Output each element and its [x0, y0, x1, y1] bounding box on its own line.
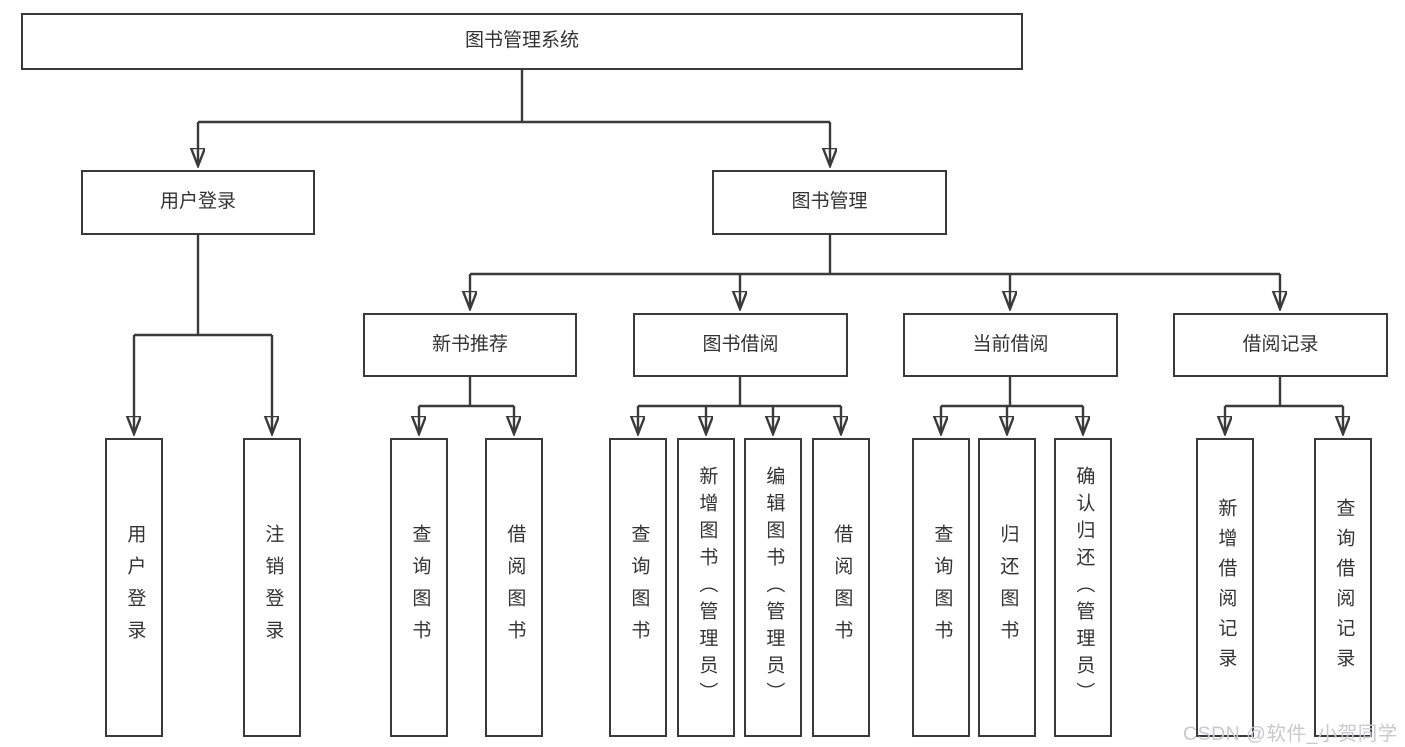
leaf-logout: 注销登录: [243, 438, 301, 737]
leaf-query-books-current: 查询图书: [912, 438, 970, 737]
node-label: 借阅记录: [1242, 333, 1319, 355]
node-label: 图书管理系统: [464, 30, 579, 52]
node-label: 图书借阅: [702, 333, 779, 355]
leaf-add-borrow-record: 新增借阅记录: [1196, 438, 1254, 737]
leaf-query-borrow-record: 查询借阅记录: [1314, 438, 1372, 737]
node-book-borrowing: 图书借阅: [633, 313, 848, 377]
node-library-management-system: 图书管理系统: [21, 13, 1023, 70]
leaf-label: 查询图书: [628, 523, 650, 652]
leaf-borrow-books-recommend: 借阅图书: [485, 438, 543, 737]
node-user-login: 用户登录: [81, 170, 315, 235]
leaf-query-books-recommend: 查询图书: [390, 438, 448, 737]
leaf-edit-books-admin: 编辑图书（管理员）: [744, 438, 802, 737]
leaf-label: 借阅图书: [504, 523, 526, 652]
leaf-label: 注销登录: [262, 523, 284, 652]
leaf-label: 新增图书（管理员）: [696, 466, 718, 709]
leaf-label: 用户登录: [124, 523, 146, 652]
leaf-label: 确认归还（管理员）: [1073, 466, 1095, 709]
leaf-label: 归还图书: [997, 523, 1019, 652]
csdn-watermark: CSDN @软件_小贺同学: [1183, 723, 1398, 745]
node-current-borrowing: 当前借阅: [903, 313, 1118, 377]
leaf-return-books: 归还图书: [978, 438, 1036, 737]
leaf-label: 编辑图书（管理员）: [763, 466, 785, 709]
leaf-borrow-books-borrowing: 借阅图书: [812, 438, 870, 737]
leaf-confirm-return-admin: 确认归还（管理员）: [1054, 438, 1112, 737]
leaf-label: 借阅图书: [831, 523, 853, 652]
leaf-query-books-borrowing: 查询图书: [609, 438, 667, 737]
leaf-label: 查询图书: [931, 523, 953, 652]
leaf-add-books-admin: 新增图书（管理员）: [677, 438, 735, 737]
leaf-label: 查询借阅记录: [1333, 497, 1355, 678]
node-new-book-recommend: 新书推荐: [363, 313, 577, 377]
leaf-label: 新增借阅记录: [1215, 497, 1237, 678]
node-label: 用户登录: [159, 191, 236, 213]
node-borrowing-records: 借阅记录: [1173, 313, 1388, 377]
node-label: 当前借阅: [972, 333, 1049, 355]
node-label: 新书推荐: [431, 333, 508, 355]
node-label: 图书管理: [791, 191, 868, 213]
leaf-user-login: 用户登录: [105, 438, 163, 737]
node-book-management: 图书管理: [712, 170, 947, 235]
leaf-label: 查询图书: [409, 523, 431, 652]
